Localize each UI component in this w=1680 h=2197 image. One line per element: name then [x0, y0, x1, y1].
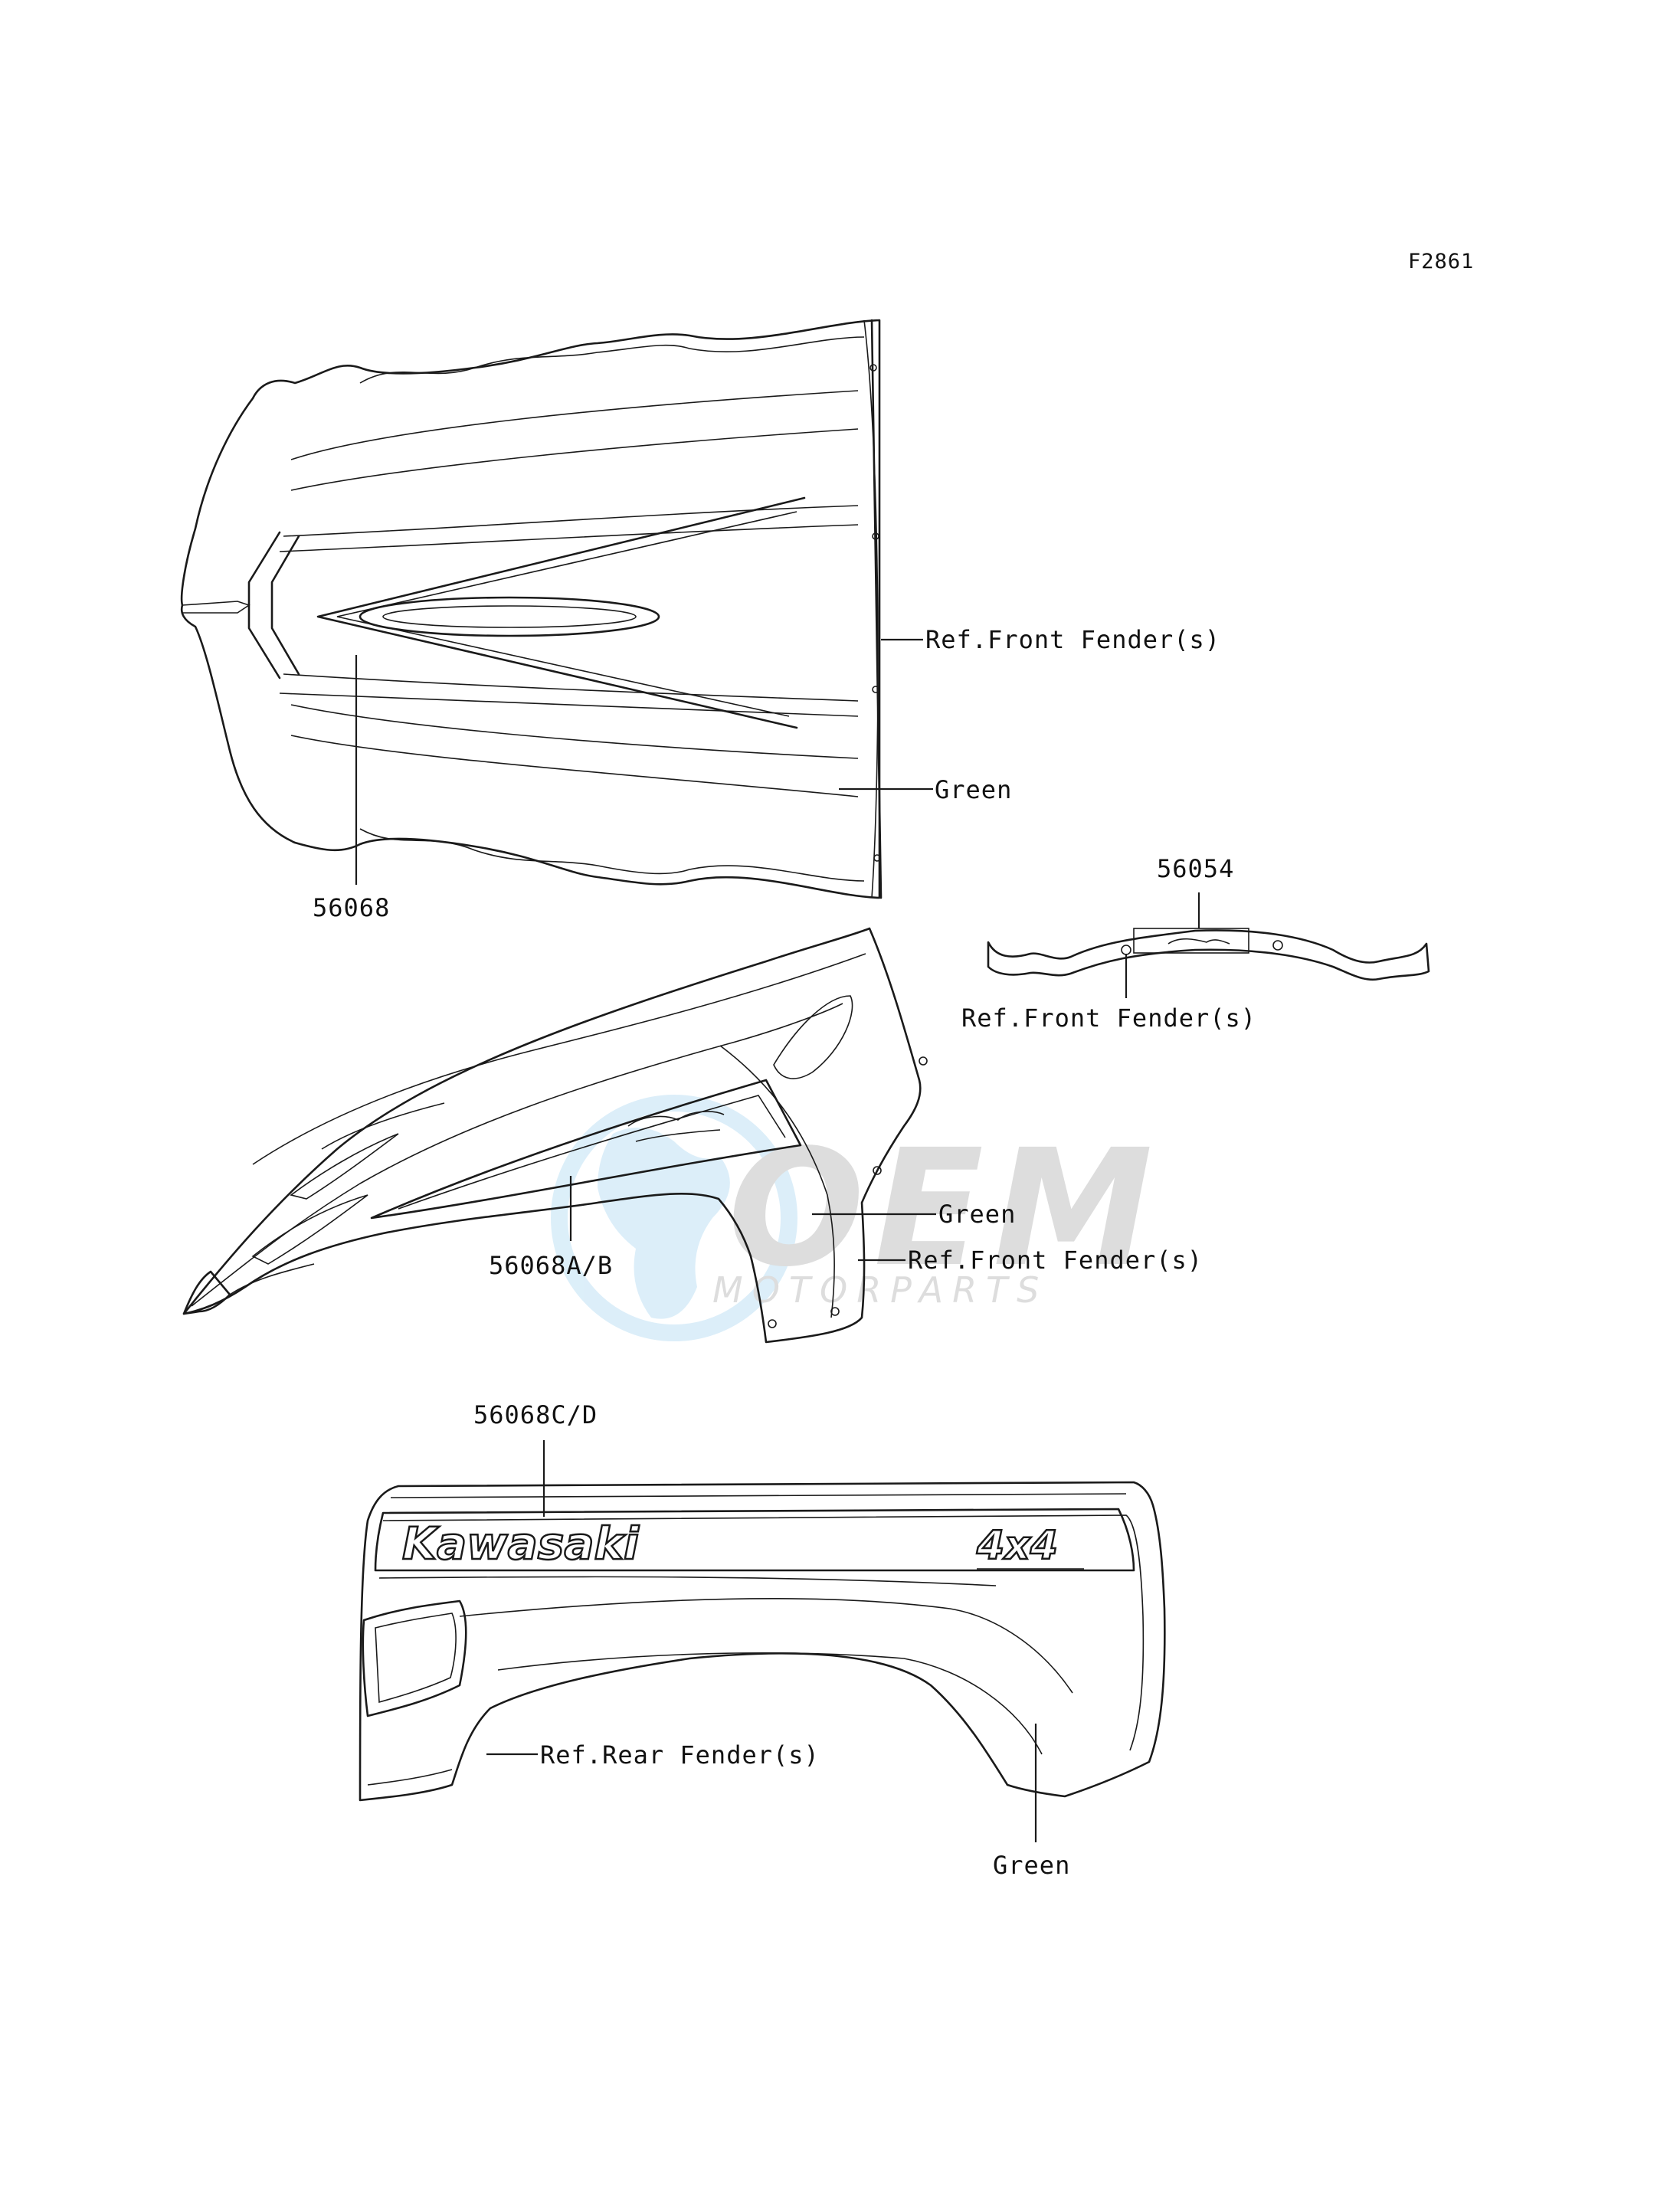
rear-fender-vent-inner: [375, 1613, 457, 1704]
decal-kawasaki-logo: Kawasaki: [402, 1518, 640, 1570]
rear-fender-vent: [362, 1599, 467, 1717]
rivet: [872, 532, 879, 540]
fender-top-panel-line-4: [290, 704, 859, 759]
strip-decal-script: [1167, 938, 1230, 945]
figure-code: F2861: [1408, 250, 1474, 273]
watermark-continent-shape: [598, 1128, 730, 1319]
front-fender-strip: [987, 928, 1430, 981]
watermark-subtitle: MOTORPARTS: [712, 1269, 1048, 1311]
fender-bottom-wave: [359, 828, 865, 882]
nose-tip: [182, 601, 251, 614]
side-fender-outline: [182, 927, 922, 1344]
side-fender-front-fin-2: [251, 1194, 368, 1265]
label-ref-front-fender-3: Ref.Front Fender(s): [908, 1246, 1203, 1275]
watermark-globe-icon: [551, 1095, 797, 1341]
side-fender-front-lip: [182, 1270, 231, 1315]
rivet: [1121, 945, 1131, 955]
side-fender-lower-lip: [229, 1263, 315, 1295]
decal-kawasaki-underline: [378, 1576, 997, 1586]
label-ref-rear-fender: Ref.Rear Fender(s): [540, 1740, 820, 1770]
decal-center-oval-inner: [382, 605, 637, 628]
decal-band-lower: [283, 673, 859, 702]
rear-fender-side-view: Kawasaki 4x4: [359, 1481, 1166, 1802]
fender-top-wave: [359, 336, 865, 384]
rivet: [872, 686, 879, 693]
rear-fender-sweep-2: [497, 1652, 1043, 1755]
fender-top-outline: [180, 319, 881, 899]
decal-v-stripe-inner: [336, 511, 797, 717]
rivet: [768, 1319, 777, 1328]
decal-4x4-logo: 4x4: [976, 1523, 1058, 1569]
fender-top-right-edge-inner: [863, 319, 879, 899]
decal-kawasaki-band: [374, 1508, 1135, 1572]
fender-top-panel-line-1: [290, 390, 859, 460]
rivet: [869, 364, 877, 372]
side-fender-vent: [773, 995, 853, 1079]
front-fender-side-view: [182, 927, 928, 1344]
rivet: [1272, 940, 1283, 951]
label-part-56054: 56054: [1157, 854, 1234, 883]
decal-band-lower-2: [279, 692, 859, 717]
side-fender-inner-curve: [191, 1003, 843, 1307]
label-part-56068ab: 56068A/B: [489, 1251, 613, 1280]
decal-band-upper: [283, 505, 859, 537]
side-fender-wheel-arc: [719, 1045, 835, 1318]
decal-chevron-outer: [247, 531, 281, 679]
decal-panel-56068ab: [370, 1079, 802, 1220]
strip-outline: [987, 929, 1430, 981]
label-green-2: Green: [938, 1200, 1016, 1229]
label-part-56068: 56068: [313, 893, 390, 922]
watermark: OEM MOTORPARTS: [551, 1095, 1153, 1341]
rivet: [830, 1307, 840, 1316]
fender-top-panel-line-3: [290, 735, 859, 797]
side-fender-front-fin-3: [321, 1102, 445, 1150]
label-green-1: Green: [935, 775, 1012, 804]
front-fender-top-view: [180, 319, 883, 899]
label-ref-front-fender-2: Ref.Front Fender(s): [961, 1004, 1256, 1033]
label-ref-front-fender-1: Ref.Front Fender(s): [925, 625, 1220, 654]
decal-v-stripe: [316, 496, 806, 729]
side-fender-front-fin-1: [290, 1133, 399, 1200]
fender-top-panel-line-2: [290, 428, 859, 491]
decal-center-oval: [359, 596, 660, 637]
rear-fender-outline: [359, 1481, 1166, 1802]
label-green-3: Green: [993, 1851, 1070, 1880]
decal-chevron-inner: [270, 535, 300, 676]
label-part-56068cd: 56068C/D: [473, 1400, 598, 1429]
strip-decal-plate: [1133, 928, 1249, 954]
rear-fender-inner-line: [382, 1514, 1145, 1751]
rear-fender-sweep-1: [459, 1598, 1073, 1694]
decal-script: [627, 1111, 725, 1142]
rivet: [919, 1056, 928, 1066]
decal-panel-inner: [398, 1095, 786, 1210]
fender-top-right-edge: [870, 319, 883, 899]
decal-band-upper-2: [279, 524, 859, 552]
rear-fender-bottom-lip: [367, 1769, 453, 1786]
rivet: [873, 1166, 882, 1175]
rivet: [873, 854, 881, 862]
rear-fender-top-rail: [390, 1493, 1127, 1498]
side-fender-hood-line: [252, 953, 866, 1165]
